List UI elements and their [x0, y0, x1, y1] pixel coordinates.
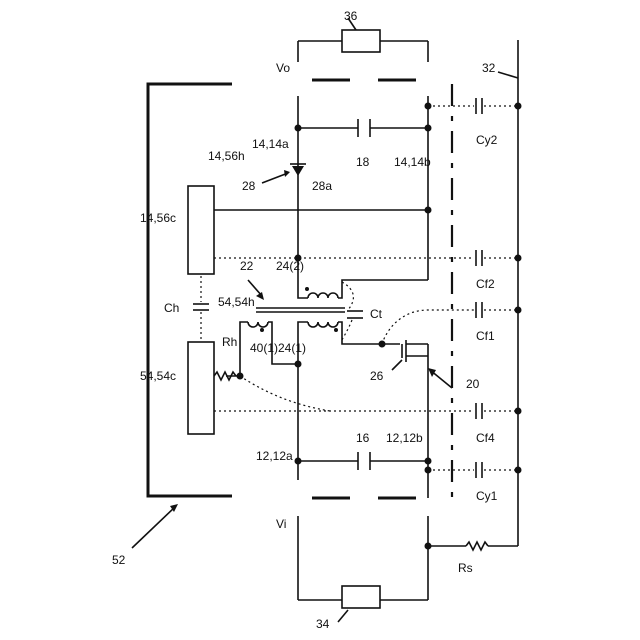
label-54-54h: 54,54h: [218, 295, 255, 309]
node: [425, 467, 432, 474]
node: [425, 458, 432, 465]
label-vo: Vo: [276, 61, 290, 75]
label-cy2: Cy2: [476, 133, 498, 147]
node: [295, 361, 302, 368]
wire-aux-left: [226, 322, 248, 376]
node: [425, 207, 432, 214]
arrow-28: [284, 170, 290, 177]
label-28: 28: [242, 179, 256, 193]
label-20: 20: [466, 377, 480, 391]
label-22: 22: [240, 259, 254, 273]
node: [515, 408, 522, 415]
node: [425, 125, 432, 132]
label-12-12a: 12,12a: [256, 449, 293, 463]
node: [515, 103, 522, 110]
arrow-20: [428, 368, 436, 377]
node: [515, 467, 522, 474]
label-vi: Vi: [276, 517, 286, 531]
label-12-12b: 12,12b: [386, 431, 423, 445]
label-24-1: 24(1): [278, 341, 306, 355]
label-rh: Rh: [222, 335, 237, 349]
wire-secondary-right: [338, 280, 428, 298]
source-34: [342, 586, 380, 608]
label-ct: Ct: [370, 307, 383, 321]
heatsink-14-56c: [188, 186, 214, 274]
label-16: 16: [356, 431, 370, 445]
node: [295, 458, 302, 465]
load-36: [342, 30, 380, 52]
label-ch: Ch: [164, 301, 179, 315]
leader-28: [262, 173, 288, 183]
capacitor-ct-wire: [342, 282, 353, 310]
label-18: 18: [356, 155, 370, 169]
label-40-1: 40(1): [250, 341, 278, 355]
label-14-56c: 14,56c: [140, 211, 176, 225]
leader-34: [338, 610, 348, 622]
leader-52: [132, 506, 176, 548]
label-14-14a: 14,14a: [252, 137, 289, 151]
label-cf1: Cf1: [476, 329, 495, 343]
heatsink-54-54c: [188, 342, 214, 434]
label-52: 52: [112, 553, 126, 567]
label-32: 32: [482, 61, 496, 75]
leader-32: [498, 72, 518, 78]
capacitor-cf1-wire: [382, 310, 474, 344]
wire-cf4-branch: [240, 376, 330, 411]
label-14-14b: 14,14b: [394, 155, 431, 169]
label-cy1: Cy1: [476, 489, 498, 503]
leader-26: [392, 360, 402, 370]
label-34: 34: [316, 617, 330, 631]
winding-24-1: [308, 322, 338, 327]
winding-24-2: [308, 293, 338, 298]
dot-24-1: [334, 328, 338, 332]
capacitor-ct-wire: [342, 320, 352, 340]
label-cf2: Cf2: [476, 277, 495, 291]
wire-primary-right: [338, 322, 400, 344]
node: [295, 125, 302, 132]
node: [425, 103, 432, 110]
label-26: 26: [370, 369, 384, 383]
label-36: 36: [344, 9, 358, 23]
label-24-2: 24(2): [276, 259, 304, 273]
label-14-56h: 14,56h: [208, 149, 245, 163]
node: [515, 307, 522, 314]
node: [425, 543, 432, 550]
dot-40-1: [260, 328, 264, 332]
diode-28a: [292, 166, 304, 176]
winding-40-1: [248, 322, 268, 327]
resistor-rs: [466, 542, 488, 550]
dot-24-2: [305, 287, 309, 291]
node: [515, 255, 522, 262]
label-cf4: Cf4: [476, 431, 495, 445]
label-28a: 28a: [312, 179, 332, 193]
label-rs: Rs: [458, 561, 473, 575]
label-54-54c: 54,54c: [140, 369, 176, 383]
